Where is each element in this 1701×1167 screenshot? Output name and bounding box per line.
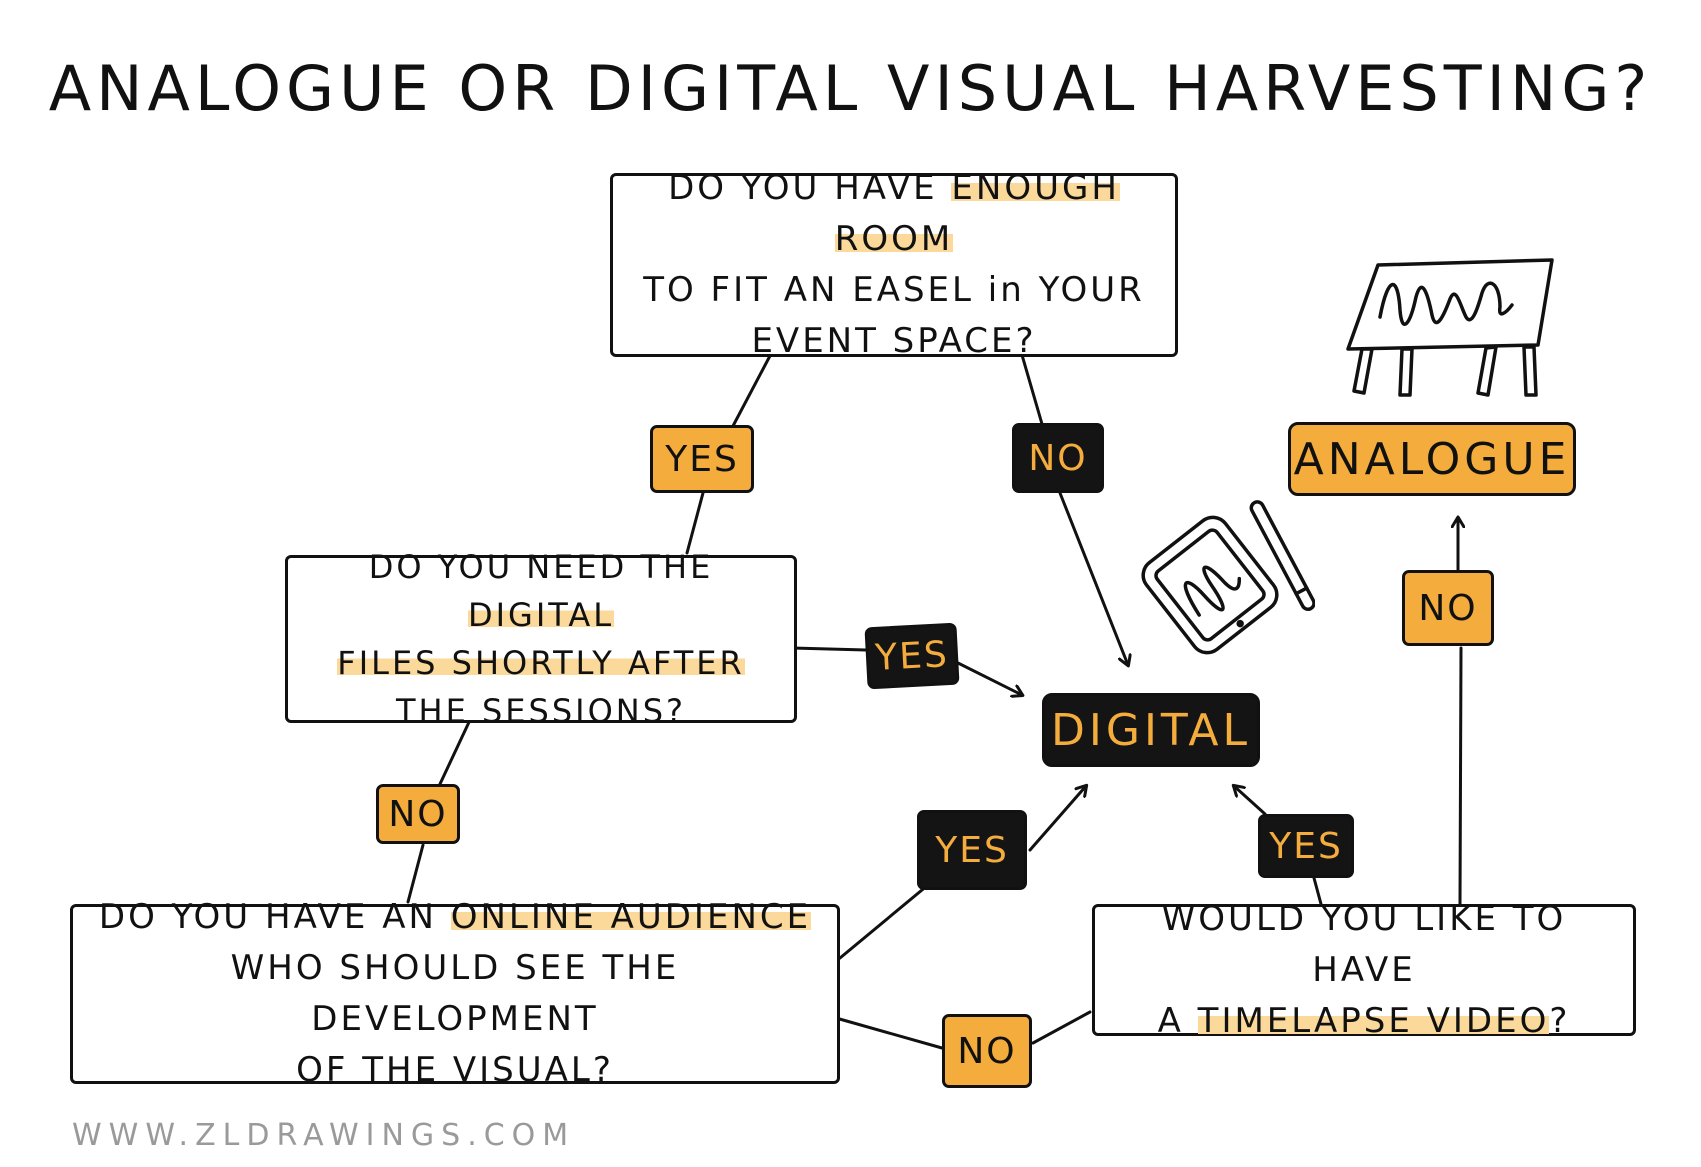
- connector-yes-digital-2: [1028, 786, 1086, 852]
- q1-text-line3: EVENT SPACE?: [751, 321, 1037, 361]
- q4-no-tag: NO: [1402, 570, 1494, 646]
- q3-text-line3: OF THE VISUAL?: [296, 1050, 614, 1090]
- connector-q2-yes: [790, 646, 868, 652]
- connector-q3-no: [834, 1016, 944, 1050]
- q2-no-tag: NO: [376, 784, 460, 844]
- question-box-timelapse: WOULD YOU LIKE TO HAVE A TIMELAPSE VIDEO…: [1092, 899, 1636, 1041]
- question-box-easel-room: DO YOU HAVE ENOUGH ROOM TO FIT AN EASEL …: [610, 168, 1178, 361]
- connector-yes-q2: [685, 491, 705, 555]
- q2-yes-tag: YES: [864, 622, 960, 690]
- q3-text-line2: WHO SHOULD SEE THE DEVELOPMENT: [230, 948, 680, 1039]
- question-box-online-audience: DO YOU HAVE AN ONLINE AUDIENCE WHO SHOUL…: [70, 897, 840, 1090]
- tablet-with-stylus-icon: [1141, 500, 1315, 655]
- connector-q4-no: [1458, 646, 1463, 906]
- q4-text-line1: WOULD YOU LIKE TO HAVE: [1161, 898, 1567, 990]
- footer-website: WWW.ZLDRAWINGS.COM: [72, 1118, 576, 1153]
- q3-no-tag: NO: [942, 1014, 1032, 1088]
- q1-text: DO YOU HAVE: [668, 168, 952, 208]
- q3-highlight: ONLINE AUDIENCE: [450, 897, 812, 937]
- q2-text-line3: THE SESSIONS?: [395, 692, 686, 730]
- outcome-digital: DIGITAL: [1042, 693, 1260, 767]
- connector-q1-yes: [731, 350, 774, 428]
- diagram-title: ANALOGUE OR DIGITAL VISUAL HARVESTING?: [48, 52, 1653, 125]
- q1-text-line2: TO FIT AN EASEL in YOUR: [643, 270, 1145, 310]
- question-box-digital-files: DO YOU NEED THE DIGITAL FILES SHORTLY AF…: [285, 548, 797, 730]
- connector-no-q4: [1031, 1010, 1092, 1045]
- connector-yes-digital-3: [1234, 786, 1267, 816]
- connector-yes-digital-1: [950, 658, 1022, 695]
- q4-text-end: ?: [1549, 1000, 1571, 1041]
- q4-highlight: TIMELAPSE VIDEO: [1197, 1000, 1550, 1041]
- easel-icon: [1346, 258, 1554, 397]
- q1-yes-tag: YES: [650, 425, 754, 493]
- q4-text: A: [1157, 1000, 1198, 1041]
- connector-no-q3: [406, 843, 425, 904]
- q3-yes-tag: YES: [917, 810, 1027, 890]
- connector-no-digital: [1058, 491, 1128, 665]
- q2-highlight-2: FILES SHORTLY AFTER: [337, 644, 745, 682]
- q4-yes-tag: YES: [1258, 814, 1354, 878]
- connector-q2-no: [438, 718, 472, 786]
- q2-text: DO YOU NEED THE: [368, 548, 714, 586]
- q2-highlight-1: DIGITAL: [467, 596, 615, 634]
- q1-no-tag: NO: [1012, 423, 1104, 493]
- connector-q3-yes: [838, 883, 930, 960]
- connector-q1-no: [1020, 353, 1044, 426]
- connector-q4-yes: [1312, 876, 1323, 906]
- outcome-analogue: ANALOGUE: [1288, 422, 1576, 496]
- q3-text: DO YOU HAVE AN: [98, 897, 451, 937]
